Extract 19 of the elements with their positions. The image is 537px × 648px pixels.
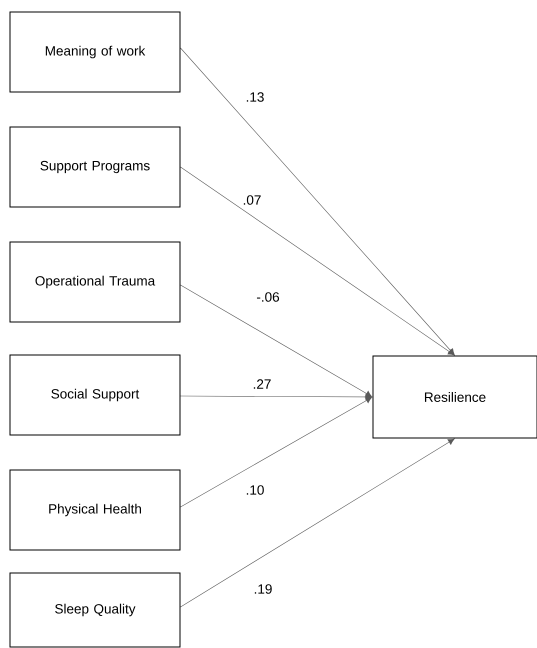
arrow bbox=[180, 284, 372, 397]
arrow bbox=[180, 394, 372, 400]
concept-box: Support Programs bbox=[10, 126, 180, 208]
edge-label: .07 bbox=[242, 194, 262, 206]
arrow bbox=[180, 438, 454, 608]
arrow bbox=[180, 397, 372, 508]
edge-label: .19 bbox=[252, 583, 274, 595]
concept-box: Physical Health bbox=[10, 470, 180, 550]
concept-box: Social Support bbox=[10, 354, 180, 436]
edge-label: -.06 bbox=[255, 291, 281, 303]
arrow bbox=[180, 48, 455, 356]
concept-box: Operational Trauma bbox=[10, 242, 180, 322]
concept-box: Meaning of work bbox=[10, 12, 180, 92]
concept-box: Sleep Quality bbox=[10, 572, 180, 648]
edge-label: .13 bbox=[244, 91, 266, 103]
arrow bbox=[180, 166, 455, 356]
edge-label: .10 bbox=[244, 484, 266, 496]
concept-box: Resilience bbox=[372, 356, 537, 438]
edge-label: .27 bbox=[252, 378, 272, 390]
